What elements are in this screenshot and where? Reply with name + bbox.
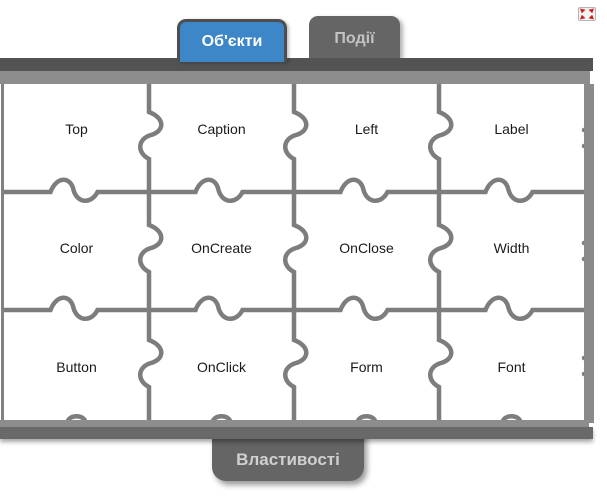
puzzle-piece[interactable]: OnCreate bbox=[149, 192, 294, 310]
puzzle-piece[interactable]: OnClick bbox=[149, 310, 294, 423]
tab-events-label: Події bbox=[334, 30, 375, 47]
puzzle-piece[interactable]: Button bbox=[4, 310, 149, 423]
tab-events[interactable]: Події bbox=[309, 16, 400, 58]
bottom-frame-strip bbox=[0, 420, 589, 427]
puzzle-piece-label: Font bbox=[497, 358, 526, 375]
puzzle-piece-label: Color bbox=[59, 240, 94, 256]
top-frame-strip bbox=[0, 71, 590, 84]
puzzle-piece-label: OnClick bbox=[196, 358, 246, 375]
top-frame-bar bbox=[0, 58, 593, 71]
puzzle-piece[interactable]: Caption bbox=[149, 84, 294, 192]
puzzle-piece[interactable]: OnClose bbox=[294, 192, 439, 310]
puzzle-piece-label: Left bbox=[354, 121, 379, 137]
tab-objects-label: Об'єкти bbox=[201, 33, 263, 50]
fullscreen-expand-icon bbox=[580, 8, 594, 20]
puzzle-piece-label: Label bbox=[494, 121, 529, 137]
left-frame-border bbox=[1, 84, 4, 423]
puzzle-piece-label: OnClose bbox=[339, 240, 394, 256]
puzzle-piece[interactable]: Form bbox=[294, 310, 439, 423]
puzzle-piece[interactable]: Font bbox=[439, 310, 584, 423]
puzzle-piece[interactable]: Width bbox=[439, 192, 584, 310]
tab-properties-label: Властивості bbox=[236, 449, 340, 469]
right-frame-border bbox=[584, 84, 594, 423]
puzzle-piece-label: Button bbox=[56, 358, 97, 375]
puzzle-piece[interactable]: Top bbox=[4, 84, 149, 192]
puzzle-piece-label: Top bbox=[65, 121, 88, 137]
puzzle-piece[interactable]: Left bbox=[294, 84, 439, 192]
puzzle-piece-label: Form bbox=[350, 358, 383, 375]
puzzle-piece[interactable]: Label bbox=[439, 84, 584, 192]
puzzle-piece-label: Caption bbox=[197, 121, 246, 137]
bottom-frame-bar bbox=[0, 427, 593, 439]
tab-objects[interactable]: Об'єкти bbox=[177, 19, 287, 62]
puzzle-piece-label: Width bbox=[493, 240, 530, 256]
puzzle-piece-label: OnCreate bbox=[191, 240, 252, 256]
fullscreen-button[interactable] bbox=[578, 7, 596, 21]
puzzle-piece[interactable]: Color bbox=[4, 192, 149, 310]
